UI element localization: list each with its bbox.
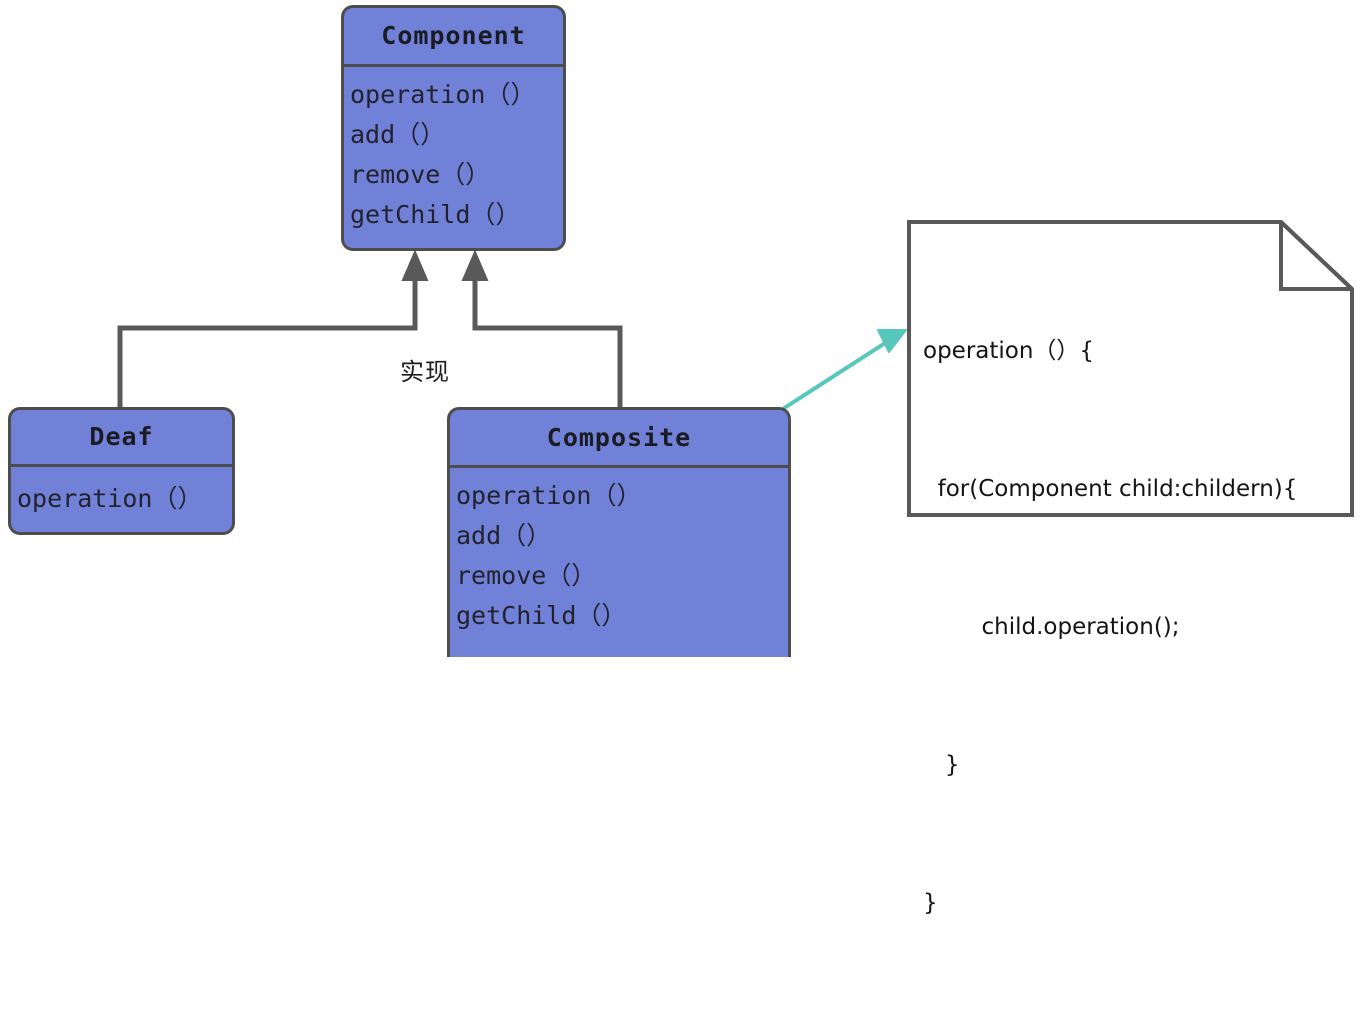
deaf-relation-arrowhead	[401, 249, 429, 281]
note-body-shape	[907, 220, 1354, 517]
class-members-component: operation（） add（） remove（） getChild（）	[344, 67, 563, 235]
relation-composite-to-component	[461, 249, 623, 407]
composite-relation-line	[472, 274, 623, 407]
method-getchild: getChild（）	[350, 200, 521, 229]
uml-class-component[interactable]: Component operation（） add（） remove（） get…	[341, 5, 566, 251]
note-fold-corner	[1279, 222, 1352, 291]
composite-relation-arrowhead	[461, 249, 489, 281]
class-title-component: Component	[344, 8, 563, 67]
note-line-2: for(Component child:childern){	[923, 476, 1298, 502]
note-line-3: child.operation();	[923, 614, 1180, 640]
method-remove: remove（）	[350, 160, 491, 189]
relation-deaf-to-component	[117, 249, 429, 407]
uml-class-composite[interactable]: Composite operation（） add（） remove（） get…	[447, 407, 791, 657]
relation-label-implements: 实现	[400, 358, 450, 386]
class-title-composite: Composite	[450, 410, 788, 468]
note-fold-diagonal	[1279, 220, 1354, 291]
method-operation: operation（）	[17, 484, 203, 513]
note-code-block: operation（）{ for(Component child:childer…	[909, 222, 1352, 916]
uml-class-deaf[interactable]: Deaf operation（）	[8, 407, 235, 535]
method-remove: remove（）	[456, 561, 597, 590]
class-members-deaf: operation（）	[11, 467, 232, 519]
method-operation: operation（）	[350, 80, 536, 109]
class-title-deaf: Deaf	[11, 410, 232, 467]
note-outline	[907, 220, 1354, 517]
note-line-5: }	[923, 890, 938, 916]
method-operation: operation（）	[456, 481, 642, 510]
note-line-4: }	[923, 752, 960, 778]
note-arrow-head	[877, 329, 907, 353]
note-line-1: operation（）{	[923, 338, 1095, 364]
method-getchild: getChild（）	[456, 601, 627, 630]
method-add: add（）	[350, 120, 446, 149]
note-code-text: operation（）{ for(Component child:childer…	[923, 236, 1343, 1018]
method-add: add（）	[456, 521, 552, 550]
class-members-composite: operation（） add（） remove（） getChild（）	[450, 468, 788, 636]
deaf-relation-line	[117, 274, 418, 407]
